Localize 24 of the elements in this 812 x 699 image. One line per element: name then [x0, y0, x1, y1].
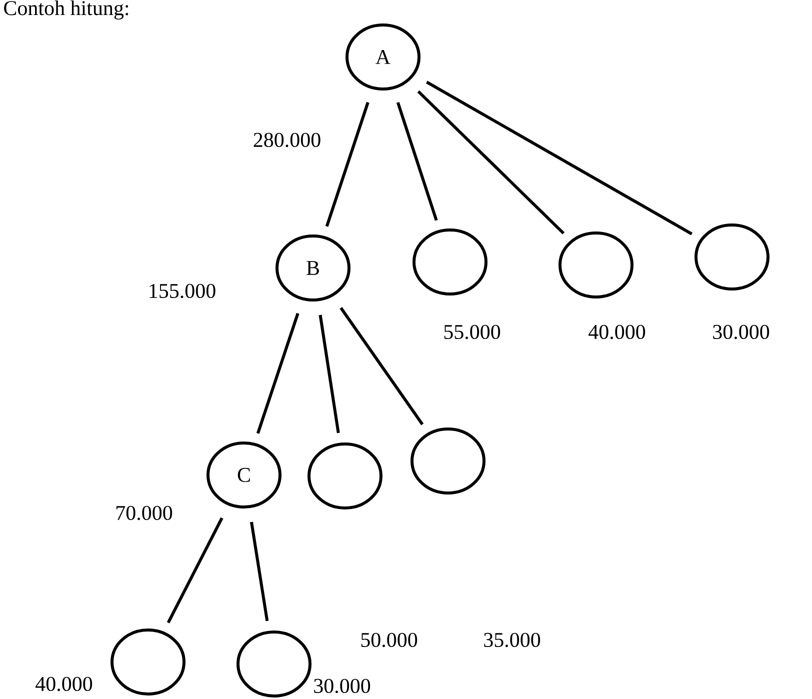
connector-line [250, 522, 269, 622]
circle-node: B [276, 234, 350, 302]
connector-line [166, 517, 224, 624]
circle-node [308, 442, 382, 510]
connector-line [426, 80, 693, 236]
connector-line [396, 102, 438, 221]
value-label: 35.000 [484, 632, 540, 648]
circle-node: A [346, 24, 420, 90]
connector-line [256, 312, 300, 434]
circle-node [236, 630, 312, 698]
connector-line [417, 90, 565, 234]
connector-line [325, 102, 370, 227]
heading: Contoh hitung: [4, 0, 128, 20]
circle-node: C [206, 442, 282, 508]
connector-line [340, 307, 424, 426]
circle-node [558, 232, 634, 298]
circle-node [410, 427, 486, 494]
circle-node [412, 228, 488, 296]
value-label: 280.000 [254, 132, 320, 148]
circle-node [694, 224, 770, 290]
value-label: 55.000 [444, 324, 500, 340]
circle-node [110, 628, 186, 696]
connector-line [318, 314, 340, 434]
value-label: 40.000 [588, 324, 646, 340]
